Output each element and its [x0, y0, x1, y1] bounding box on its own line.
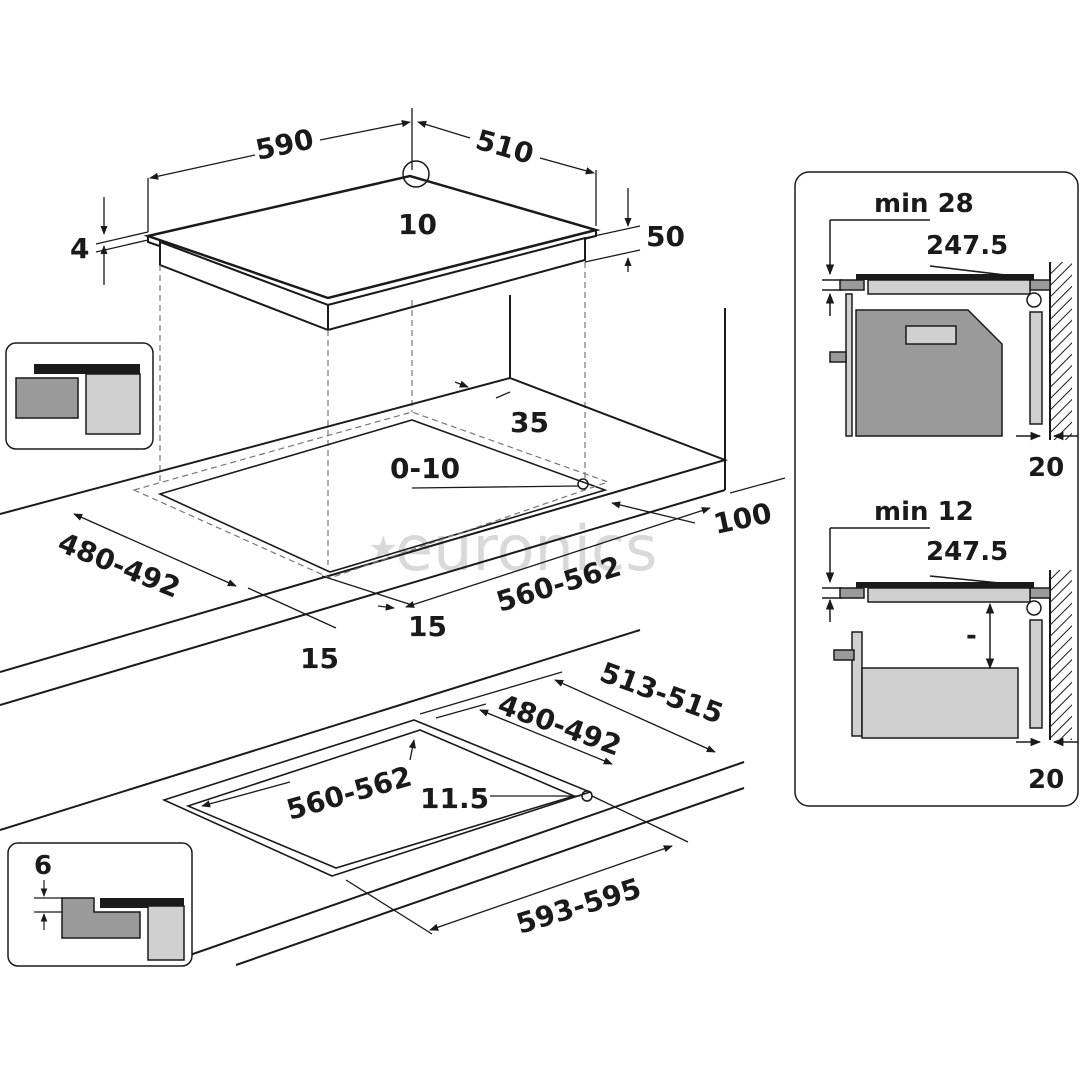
bottom-clearance-label: min 12 [874, 497, 974, 527]
hob-dimensions [95, 108, 641, 285]
hob-height-label: 50 [646, 220, 685, 253]
hob-corner-label: 10 [398, 208, 437, 241]
recess-depth-label: 6 [34, 851, 52, 881]
top-dimension-label: 247.5 [926, 231, 1008, 261]
recess-inner-depth-label: 480-492 [494, 688, 626, 763]
flush-gap-marker [577, 478, 589, 490]
top-wall-gap-label: 20 [1028, 453, 1064, 483]
worktop-outline [0, 376, 729, 673]
flush-side-a-label: 15 [408, 610, 447, 643]
flush-detail-inset [5, 342, 154, 450]
top-clearance-label: min 28 [874, 189, 974, 219]
flush-rebate [132, 411, 610, 579]
bottom-wall-gap-label: 20 [1028, 765, 1064, 795]
recess-corner-label: 11.5 [420, 782, 489, 815]
flush-front-clearance-label: 100 [711, 496, 775, 540]
flush-cutout [157, 419, 608, 573]
flush-rear-clearance-label: 35 [510, 406, 549, 439]
hob-corner-marker [402, 160, 430, 188]
watermark-star-icon: ★ [368, 531, 398, 568]
flush-side-b-label: 15 [300, 642, 339, 675]
recess-dimensions [201, 671, 716, 935]
side-config-top [822, 219, 1078, 441]
recess-outer-depth-label: 513-515 [596, 656, 728, 731]
hob-depth-label: 510 [472, 123, 537, 171]
side-config-bottom [822, 527, 1078, 747]
flush-dimensions [73, 380, 786, 629]
flush-gap-label: 0-10 [390, 452, 460, 485]
recess-outer-width-label: 593-595 [512, 872, 645, 941]
projection-lines [159, 262, 586, 565]
hob-glass-thickness-label: 4 [70, 232, 89, 265]
hob-unit [143, 160, 601, 332]
bottom-dimension-label: 247.5 [926, 537, 1008, 567]
hob-width-label: 590 [253, 122, 317, 166]
recess-detail-inset [7, 842, 193, 967]
bottom-spacing-label: - [966, 621, 977, 651]
flush-depth-label: 480-492 [53, 526, 185, 605]
recess-inner-width-label: 560-562 [283, 760, 416, 827]
